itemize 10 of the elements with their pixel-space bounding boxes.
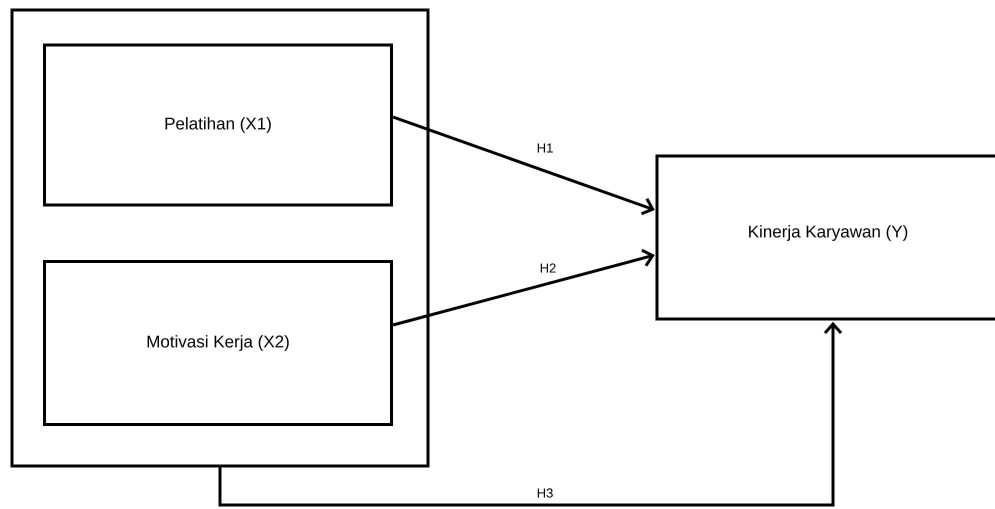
variable-box: Motivasi Kerja (X2) — [43, 260, 393, 426]
edge-label: H3 — [536, 487, 554, 499]
variable-box: Kinerja Karyawan (Y) — [656, 154, 995, 320]
variable-box: Pelatihan (X1) — [43, 44, 393, 206]
arrow — [392, 116, 655, 216]
arrow — [218, 322, 842, 506]
edge-label: H1 — [536, 142, 554, 154]
edge-label: H2 — [538, 262, 558, 274]
arrow — [392, 248, 655, 326]
frame-box — [10, 8, 430, 468]
